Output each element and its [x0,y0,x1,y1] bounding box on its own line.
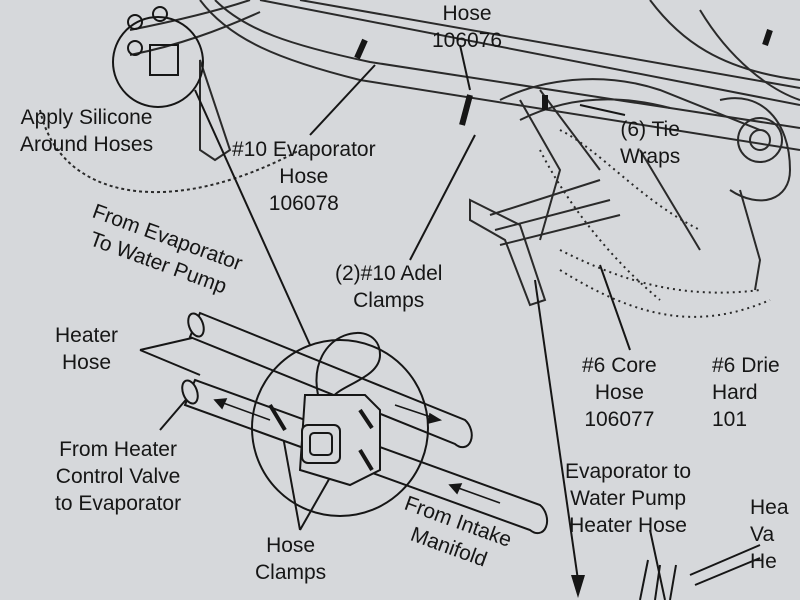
flow-arrows [213,398,501,504]
label-evap-water-pump: Evaporator to Water Pump Heater Hose [565,460,692,537]
label-heater-valve-partial: Hea Va He [750,496,789,573]
label-tie-wraps: (6) Tie Wraps [620,118,681,168]
label-hose-clamps: Hose Clamps [255,534,327,584]
label-from-heater-control: From Heater Control Valve to Evaporator [55,438,182,515]
clamp-bands [354,29,773,126]
valve-detail-circle [251,331,429,517]
label-heater-hose: Heater Hose [55,324,119,374]
label-evaporator-hose: #10 Evaporator Hose 106078 [232,138,376,215]
silicone-detail-circle [112,6,204,108]
leader-arrowhead [571,575,585,598]
engine-linework [39,0,800,318]
label-apply-silicone: Apply Silicone Around Hoses [20,106,154,156]
label-adel-clamps: (2)#10 Adel Clamps [335,262,443,312]
bottom-right-hoses [639,544,761,600]
label-hose-106076: Hose 106076 [432,2,503,52]
label-drier-hard: #6 Drie Hard 101 [712,354,780,431]
label-core-hose: #6 Core Hose 106077 [582,354,657,431]
